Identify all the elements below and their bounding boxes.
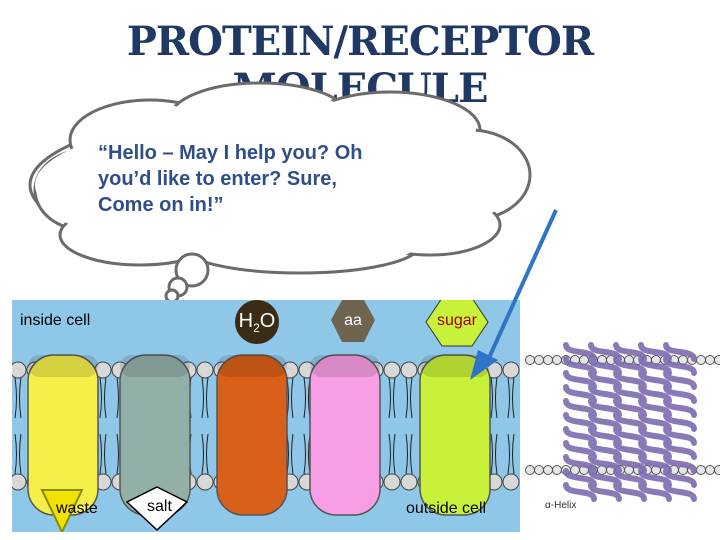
lipid-head [196,473,214,491]
helix-lipid-head [714,355,720,365]
amino-acid-label: aa [344,312,362,329]
lipid-tail [99,433,107,475]
lipid-head [502,361,520,379]
lipid-tail [507,433,515,475]
outside-cell-label: outside cell [406,500,487,517]
lipid-tail [490,377,498,419]
helix-coil [663,342,697,502]
lipid-tail [405,433,413,475]
speech-line-3: Come on in!” [98,194,224,216]
lipid-head [400,361,418,379]
cell-membrane: inside cell H2O aa sugar waste salt outs… [12,300,520,532]
water-molecule [235,300,279,344]
lipid-head [383,361,401,379]
lipid-tail [14,377,22,419]
waste-label: waste [56,500,98,517]
helix-caption: α-Helix [545,500,577,511]
lipid-tail [201,377,209,419]
lipid-head [400,473,418,491]
channel-proteins [27,354,491,516]
green-channel [419,354,491,516]
lipid-tail [388,433,396,475]
lipid-tail [14,433,22,475]
lipid-head [502,473,520,491]
helix-coil [613,342,647,502]
lipid-head [383,473,401,491]
orange-channel [216,354,288,516]
salt-label: salt [147,498,172,515]
water-label: H2O [238,310,276,335]
lipid-tail [507,377,515,419]
lipid-head [196,361,214,379]
helix-coil [638,342,672,502]
membrane-drawing [12,300,520,532]
lipid-head [12,361,27,379]
helix-lipid-head [714,465,720,475]
salt-marker [125,486,189,532]
pink-channel [309,354,381,516]
waste-marker [40,489,84,532]
lipid-tail [490,433,498,475]
helix-coil [563,342,597,502]
sugar-label: sugar [436,312,478,329]
sugar-molecule [425,300,489,347]
lipid-tail [99,377,107,419]
lipid-tail [388,377,396,419]
helix-coil [588,342,622,502]
slide-title: PROTEIN/RECEPTOR MOLECULE [126,18,594,112]
speech-text: “Hello – May I help you? Oh you’d like t… [98,140,458,218]
inside-cell-label: inside cell [20,312,91,329]
speech-line-2: you’d like to enter? Sure, [98,168,337,190]
speech-line-1: “Hello – May I help you? Oh [98,142,363,164]
lipid-head [12,473,27,491]
lipid-tail [201,433,209,475]
lipid-tail [405,377,413,419]
amino-acid-molecule [331,300,375,342]
